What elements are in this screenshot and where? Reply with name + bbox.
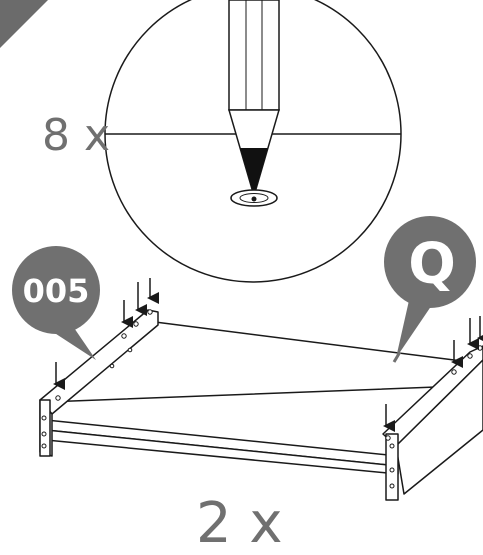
step-badge-label: 005 xyxy=(23,272,90,310)
rail-holes xyxy=(41,309,483,489)
part-badge-label: Q xyxy=(408,232,456,297)
footer-quantity: 2 x xyxy=(196,491,283,555)
detail-circle xyxy=(104,0,402,283)
arrow-down-icon-group xyxy=(53,278,483,432)
step-badge: 005 xyxy=(12,246,100,360)
pencil-icon xyxy=(228,0,280,199)
frame-assembly xyxy=(39,309,483,501)
screw-hole-icon xyxy=(230,189,278,207)
corner-tab xyxy=(0,0,48,48)
part-badge: Q xyxy=(384,216,476,363)
detail-quantity: 8 x xyxy=(42,110,110,161)
